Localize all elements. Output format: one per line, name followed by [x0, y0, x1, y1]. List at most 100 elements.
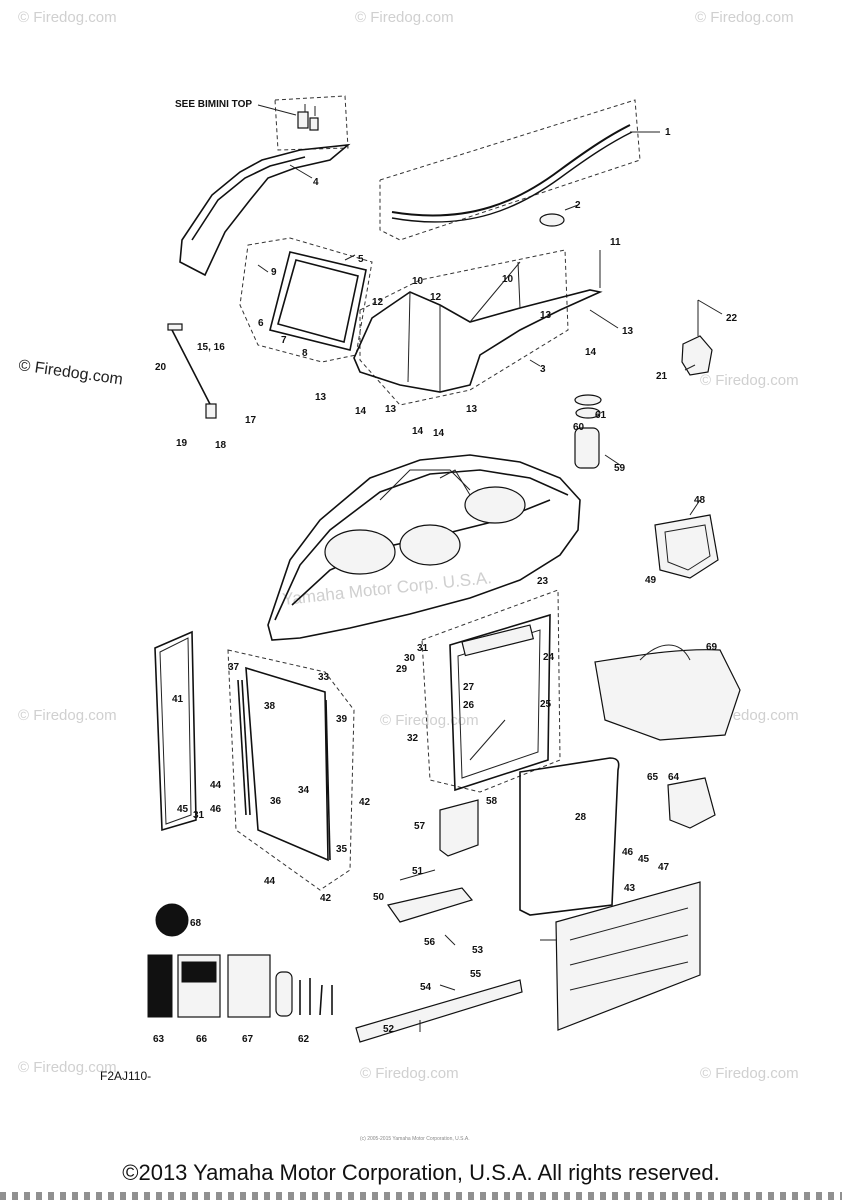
callout: 13: [622, 326, 634, 337]
callout: 51: [412, 866, 424, 877]
watermark-mid-left: © Firedog.com: [18, 707, 117, 724]
callout: 13: [385, 404, 397, 415]
callout: 43: [624, 883, 636, 894]
copyright-footer: ©2013 Yamaha Motor Corporation, U.S.A. A…: [122, 1160, 720, 1185]
watermark-right-upper: © Firedog.com: [700, 372, 799, 389]
watermark-bottom-left: © Firedog.com: [18, 1059, 117, 1076]
watermark-left-dark: © Firedog.com: [17, 357, 123, 388]
callout: 45: [638, 854, 650, 865]
callout: 8: [302, 348, 308, 359]
callout: 32: [407, 733, 419, 744]
callout: 3: [540, 364, 546, 375]
callout: 24: [543, 652, 555, 663]
callout: 14: [433, 428, 445, 439]
callout: 44: [264, 876, 276, 887]
callout: 45: [177, 804, 189, 815]
callout: 42: [359, 797, 371, 808]
callout: 11: [610, 237, 621, 248]
callout: 12: [430, 292, 442, 303]
callout: 57: [414, 821, 426, 832]
callout: 60: [573, 422, 585, 433]
callout: 54: [420, 982, 432, 993]
callout: 27: [463, 682, 475, 693]
callout: 40: [840, 0, 842, 4]
callout: 61: [595, 410, 607, 421]
callout: 47: [658, 862, 670, 873]
callout: 44: [210, 780, 222, 791]
callout: 33: [318, 672, 330, 683]
callout: 69: [706, 642, 718, 653]
callout: 22: [726, 313, 738, 324]
callout: 19: [176, 438, 188, 449]
callout: 12: [372, 297, 384, 308]
callout: 58: [486, 796, 498, 807]
callout: 6: [258, 318, 264, 329]
callout: 25: [540, 699, 552, 710]
callout: 29: [396, 664, 408, 675]
callout: 65: [647, 772, 659, 783]
diagram-code: F2AJ110-: [100, 1069, 151, 1083]
watermark-top-left: © Firedog.com: [18, 9, 117, 26]
watermark-mid-center: © Firedog.com: [380, 712, 479, 729]
callout: 4: [313, 177, 319, 188]
callout: 48: [694, 495, 706, 506]
callout: 34: [298, 785, 310, 796]
callout: 56: [424, 937, 436, 948]
callout: 46: [210, 804, 222, 815]
watermark-top-right: © Firedog.com: [695, 9, 794, 26]
callout: 49: [645, 575, 657, 586]
callout: 66: [196, 1034, 208, 1045]
callout: 37: [228, 662, 240, 673]
callout: 68: [190, 918, 202, 929]
callout: 1: [665, 127, 671, 138]
callout: 14: [412, 426, 424, 437]
watermark-top-center: © Firedog.com: [355, 9, 454, 26]
callout: 52: [383, 1024, 395, 1035]
callout: 26: [463, 700, 475, 711]
callout: 21: [656, 371, 668, 382]
tiny-copyright: (c) 2005-2015 Yamaha Motor Corporation, …: [360, 1136, 470, 1142]
callout: 18: [215, 440, 227, 451]
callout: 13: [315, 392, 327, 403]
callout: 64: [668, 772, 680, 783]
callout: 35: [336, 844, 348, 855]
callout: 15, 16: [197, 342, 225, 353]
callout: 2: [575, 200, 581, 211]
callout: 23: [537, 576, 549, 587]
callout: 30: [404, 653, 416, 664]
callout: 41: [172, 694, 184, 705]
callout: 7: [281, 335, 287, 346]
callout: 5: [358, 254, 364, 265]
callout: 10: [412, 276, 424, 287]
callout: 39: [336, 714, 348, 725]
callout: 13: [466, 404, 478, 415]
callout: 53: [472, 945, 484, 956]
callouts: 1 2 3 4 5 6 7 8 9 10 10 11 12 12 13 13 1…: [153, 0, 842, 1045]
callout: 59: [614, 463, 626, 474]
watermark-bottom-right: © Firedog.com: [700, 1065, 799, 1082]
callout: 63: [153, 1034, 165, 1045]
callout: 31: [417, 643, 429, 654]
callout: 14: [355, 406, 367, 417]
footer-cut-strip: [0, 1192, 842, 1200]
watermark-bottom-center: © Firedog.com: [360, 1065, 459, 1082]
callout: 46: [622, 847, 634, 858]
callout: 14: [585, 347, 597, 358]
callout: 38: [264, 701, 276, 712]
callout: 28: [575, 812, 587, 823]
callout: 50: [373, 892, 385, 903]
callout: 20: [155, 362, 167, 373]
callout: 36: [270, 796, 282, 807]
callout: 67: [242, 1034, 254, 1045]
callout: 31: [193, 810, 205, 821]
callout: 10: [502, 274, 514, 285]
callout: 62: [298, 1034, 310, 1045]
boat-hull: [267, 454, 581, 641]
callout: 13: [540, 310, 552, 321]
callout: 9: [271, 267, 277, 278]
callout: 17: [245, 415, 257, 426]
callout: 55: [470, 969, 482, 980]
leader-lines: [257, 131, 723, 1032]
watermark-yamaha: Yamaha Motor Corp. U.S.A.: [281, 568, 492, 609]
